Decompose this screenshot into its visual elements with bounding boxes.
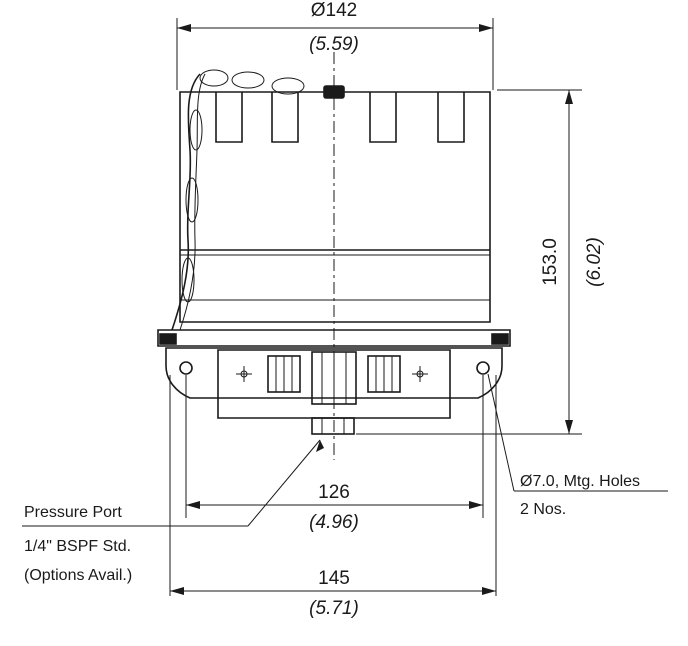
dim-top-diameter-mm: Ø142 [311, 0, 357, 21]
dim-top-diameter-inch: (5.59) [309, 34, 359, 55]
note-pressure-port-line1: Pressure Port [24, 504, 122, 521]
device-housing [157, 69, 511, 435]
note-pressure-port-line3: (Options Avail.) [24, 567, 132, 584]
leader-lines [22, 373, 668, 527]
note-pressure-port-line2: 1/4" BSPF Std. [24, 538, 131, 555]
dim-overall-width-mm: 145 [318, 568, 350, 589]
dim-hole-spacing-mm: 126 [318, 482, 350, 503]
dimension-lines [170, 24, 573, 595]
dim-height-mm: 153.0 [540, 238, 561, 286]
dim-hole-spacing-inch: (4.96) [309, 512, 359, 533]
dim-overall-width-inch: (5.71) [309, 598, 359, 619]
note-mounting-holes-line2: 2 Nos. [520, 501, 566, 518]
dim-height-inch: (6.02) [584, 237, 605, 287]
note-mounting-holes-line1: Ø7.0, Mtg. Holes [520, 473, 640, 490]
